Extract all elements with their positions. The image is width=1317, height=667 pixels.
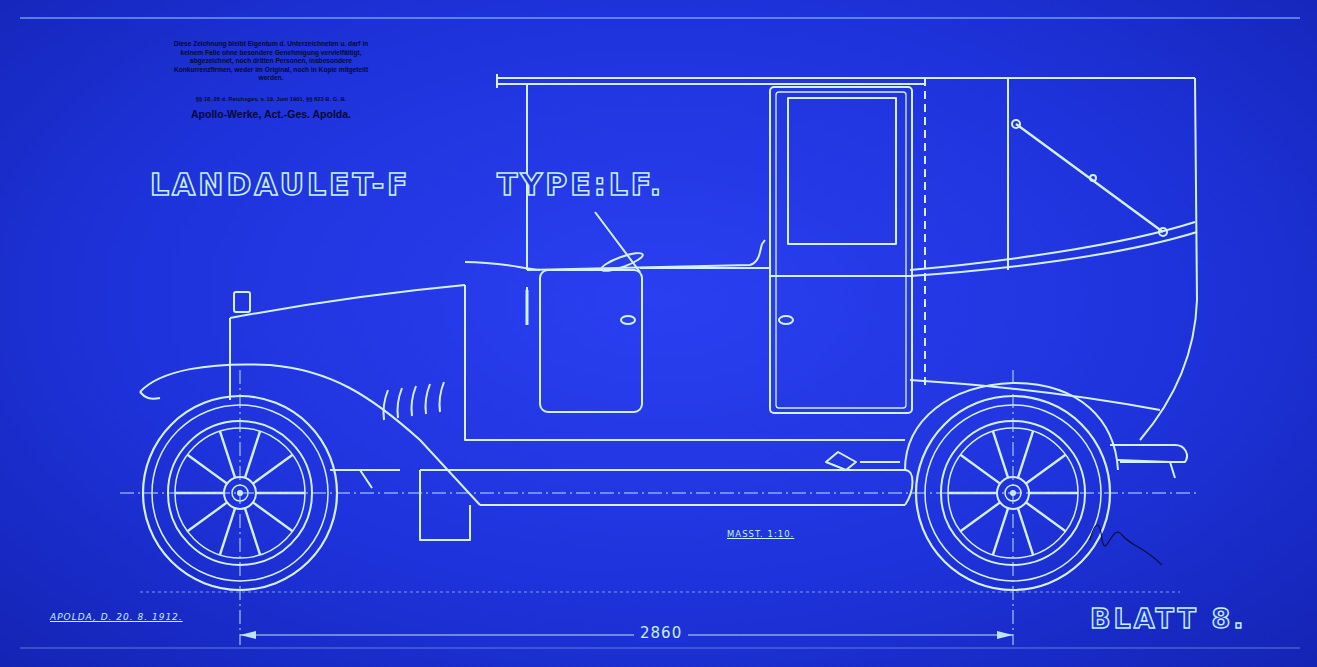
dimension: 2860 [634, 624, 688, 642]
sheet-number: BLATT 8. [1090, 603, 1246, 634]
legal-citation: §§ 18, 26 d. Reichsges. v. 19. Juni 1901… [163, 96, 379, 102]
drawing-title: LANDAULET-F [150, 170, 411, 200]
type-label: TYPE:LF. [497, 170, 664, 200]
ownership-notice: Diese Zeichnung bleibt Eigentum d. Unter… [163, 40, 379, 83]
company-name: Apollo-Werke, Act.-Ges. Apolda. [163, 108, 379, 120]
scale-note: MASST. 1:10. [727, 529, 794, 539]
place-date: APOLDA, D. 20. 8. 1912. [50, 612, 183, 622]
